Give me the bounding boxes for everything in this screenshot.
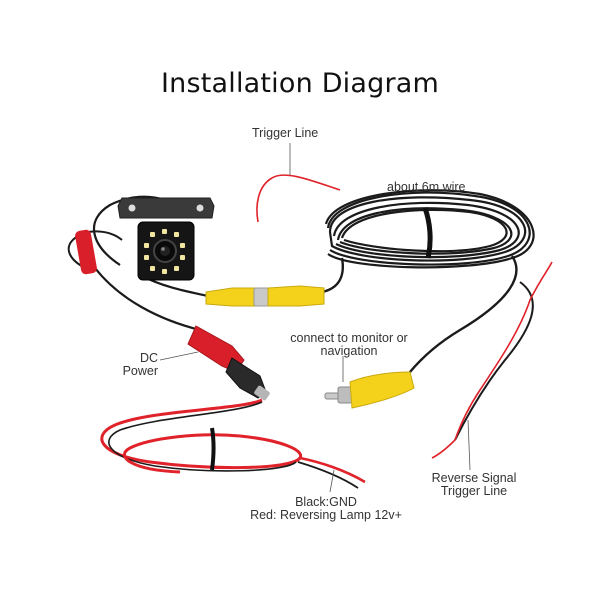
coil-wrap-tie [422, 207, 433, 259]
label-dc-line2: Power [122, 364, 158, 378]
red-splice-sleeve [75, 229, 97, 275]
label-reverse-line1: Reverse Signal [431, 471, 517, 485]
label-wire-length: about 6m wire [387, 180, 466, 194]
label-reverse-signal: Reverse Signal Trigger Line [414, 472, 534, 498]
wire-coil-to-monitor [409, 255, 518, 373]
diagram-title: Installation Diagram [160, 68, 440, 99]
label-dc-line1: DC [139, 351, 158, 365]
label-black-gnd: Black:GND [295, 495, 357, 509]
label-connect-line2: navigation [320, 344, 378, 358]
wire-coupler-to-coil [321, 257, 344, 294]
label-connect-line1: connect to monitor or [290, 331, 408, 345]
leader-reverse-signal [467, 419, 471, 471]
red-trigger-line-top [256, 174, 341, 223]
coiled-wire-bundle [324, 189, 535, 269]
label-connect-monitor: connect to monitor or navigation [284, 332, 414, 358]
rca-coupler [205, 285, 325, 307]
label-red-lamp: Red: Reversing Lamp 12v+ [250, 508, 402, 522]
rca-connector-icon [324, 371, 415, 409]
dc-power-plug-icon [187, 325, 270, 401]
power-wire-tie [210, 427, 216, 471]
label-dc-power: DC Power [106, 352, 158, 378]
label-trigger-line: Trigger Line [252, 126, 319, 140]
wire-coil-to-trigger [454, 281, 534, 441]
camera-cable-loop [92, 195, 166, 266]
backup-camera-icon [117, 197, 215, 281]
leader-gnd [329, 469, 335, 493]
label-power-wires: Black:GND Red: Reversing Lamp 12v+ [226, 496, 426, 522]
red-reverse-trigger-line [454, 261, 553, 441]
camera-to-dc-cable [94, 267, 201, 332]
label-reverse-line2: Trigger Line [440, 484, 508, 498]
power-wire-bundle [100, 398, 366, 489]
leader-dc-power [159, 351, 199, 361]
